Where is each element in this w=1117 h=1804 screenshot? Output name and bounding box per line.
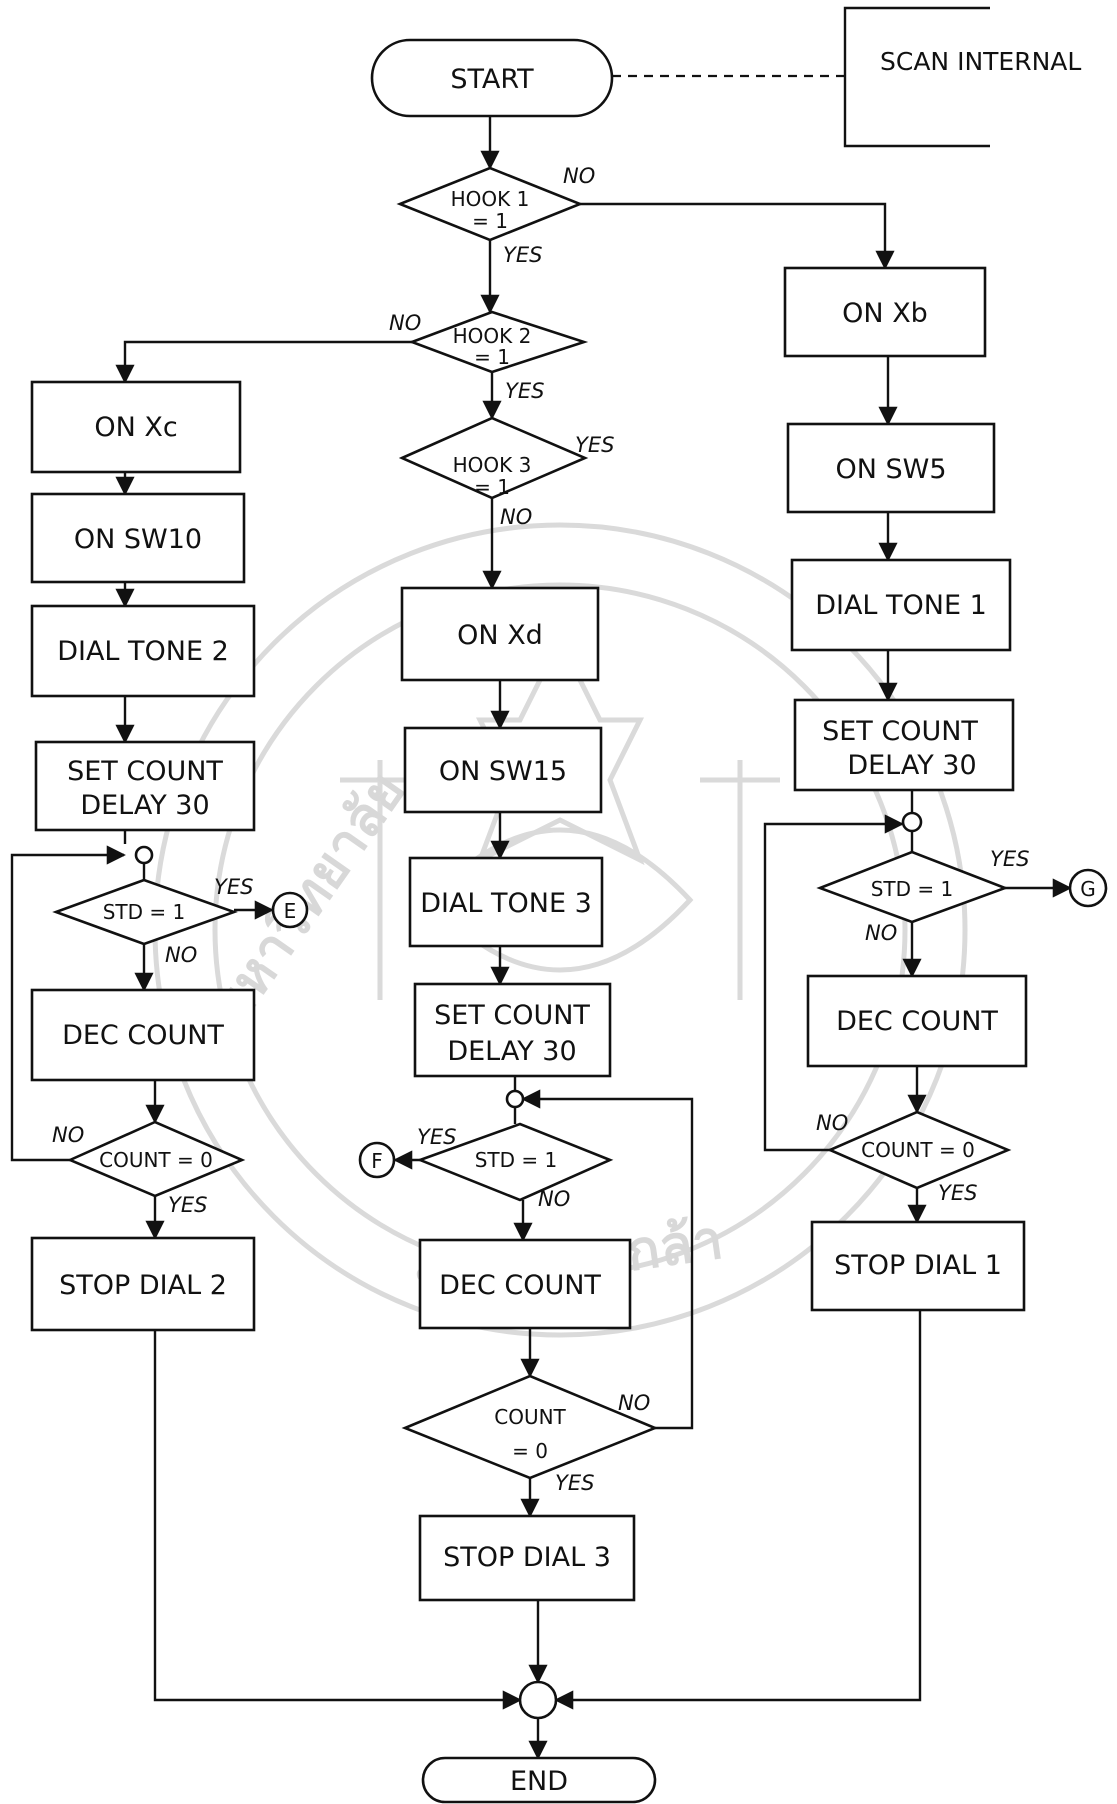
middle-on-sw: ON SW15 [439,756,567,787]
hook3-decision: HOOK 3 = 1 YES NO [398,416,614,529]
right-loop-junction [901,811,923,833]
middle-count-yes-label: YES [555,1471,594,1495]
hook3-line1: HOOK 3 [453,453,532,477]
middle-std-no-label: NO [538,1187,570,1211]
right-connector-label: G [1080,877,1096,901]
left-count-yes-label: YES [168,1193,207,1217]
right-on-sw: ON SW5 [835,454,946,485]
left-std-no-label: NO [165,943,197,967]
hook2-yes-label: YES [505,379,544,403]
right-std-no-label: NO [865,921,897,945]
right-std-label: STD = 1 [871,877,954,901]
middle-connector [358,1141,396,1179]
left-column: ON Xc ON SW10 DIAL TONE 2 SET COUNT DELA… [30,380,309,1332]
left-loop-junction [134,845,154,865]
left-dec-count: DEC COUNT [62,1020,224,1051]
middle-dec-count: DEC COUNT [439,1270,601,1301]
right-dec-count: DEC COUNT [836,1006,998,1037]
left-connector [271,891,309,929]
middle-stop-dial: STOP DIAL 3 [443,1542,611,1573]
left-set-count-line1: SET COUNT [67,756,223,787]
right-count-yes-label: YES [938,1181,977,1205]
hook2-line2: = 1 [474,345,510,369]
right-count-label: COUNT = 0 [861,1138,975,1162]
left-on-x: ON Xc [94,412,177,443]
hook3-yes-label: YES [575,433,614,457]
end-label: END [510,1766,568,1797]
hook2-line1: HOOK 2 [453,324,532,348]
right-column: ON Xb ON SW5 DIAL TONE 1 SET COUNT DELAY… [783,266,1108,1312]
right-dial-tone: DIAL TONE 1 [815,590,987,621]
left-connector-label: E [284,899,297,923]
hook2-decision: HOOK 2 = 1 NO YES [389,310,589,403]
flow-lines [10,74,1072,1760]
middle-std-yes-label: YES [417,1125,456,1149]
middle-loop-junction [505,1089,525,1109]
left-std-label: STD = 1 [103,900,186,924]
hook2-no-label: NO [389,311,421,335]
hook1-line2: = 1 [472,209,508,233]
right-std-yes-label: YES [990,847,1029,871]
left-count-no-label: NO [52,1123,84,1147]
middle-std-label: STD = 1 [475,1148,558,1172]
hook3-line2: = 1 [474,475,510,499]
hook1-line1: HOOK 1 [451,187,530,211]
middle-on-x: ON Xd [457,620,543,651]
left-count-label: COUNT = 0 [99,1148,213,1172]
right-set-count-line2: DELAY 30 [847,750,976,781]
right-on-x: ON Xb [842,298,928,329]
middle-connector-label: F [371,1149,383,1173]
middle-set-count-line2: DELAY 30 [447,1036,576,1067]
left-set-count-line2: DELAY 30 [80,790,209,821]
middle-dial-tone: DIAL TONE 3 [420,888,592,919]
middle-count-no-label: NO [618,1391,650,1415]
left-dial-tone: DIAL TONE 2 [57,636,229,667]
start-label: START [450,64,534,95]
hook1-no-label: NO [563,164,595,188]
right-set-count-line1: SET COUNT [822,716,978,747]
start-terminal: START [370,38,614,118]
middle-count-line1: COUNT [494,1405,566,1429]
right-stop-dial: STOP DIAL 1 [834,1250,1002,1281]
right-count-no-label: NO [816,1111,848,1135]
scan-internal-label: SCAN INTERNAL [880,47,1081,76]
left-on-sw: ON SW10 [74,524,202,555]
hook1-yes-label: YES [503,243,542,267]
left-std-yes-label: YES [214,875,253,899]
hook1-decision: HOOK 1 = 1 NO YES [396,164,595,267]
hook3-no-label: NO [500,505,532,529]
scan-internal-box: SCAN INTERNAL [843,6,1081,148]
end-section: END [421,1680,657,1804]
left-stop-dial: STOP DIAL 2 [59,1270,227,1301]
middle-set-count-line1: SET COUNT [434,1000,590,1031]
middle-column: ON Xd ON SW15 DIAL TONE 3 SET COUNT DELA… [358,586,659,1602]
right-connector [1068,868,1108,908]
middle-count-line2: = 0 [512,1439,548,1463]
merge-junction [518,1680,558,1720]
